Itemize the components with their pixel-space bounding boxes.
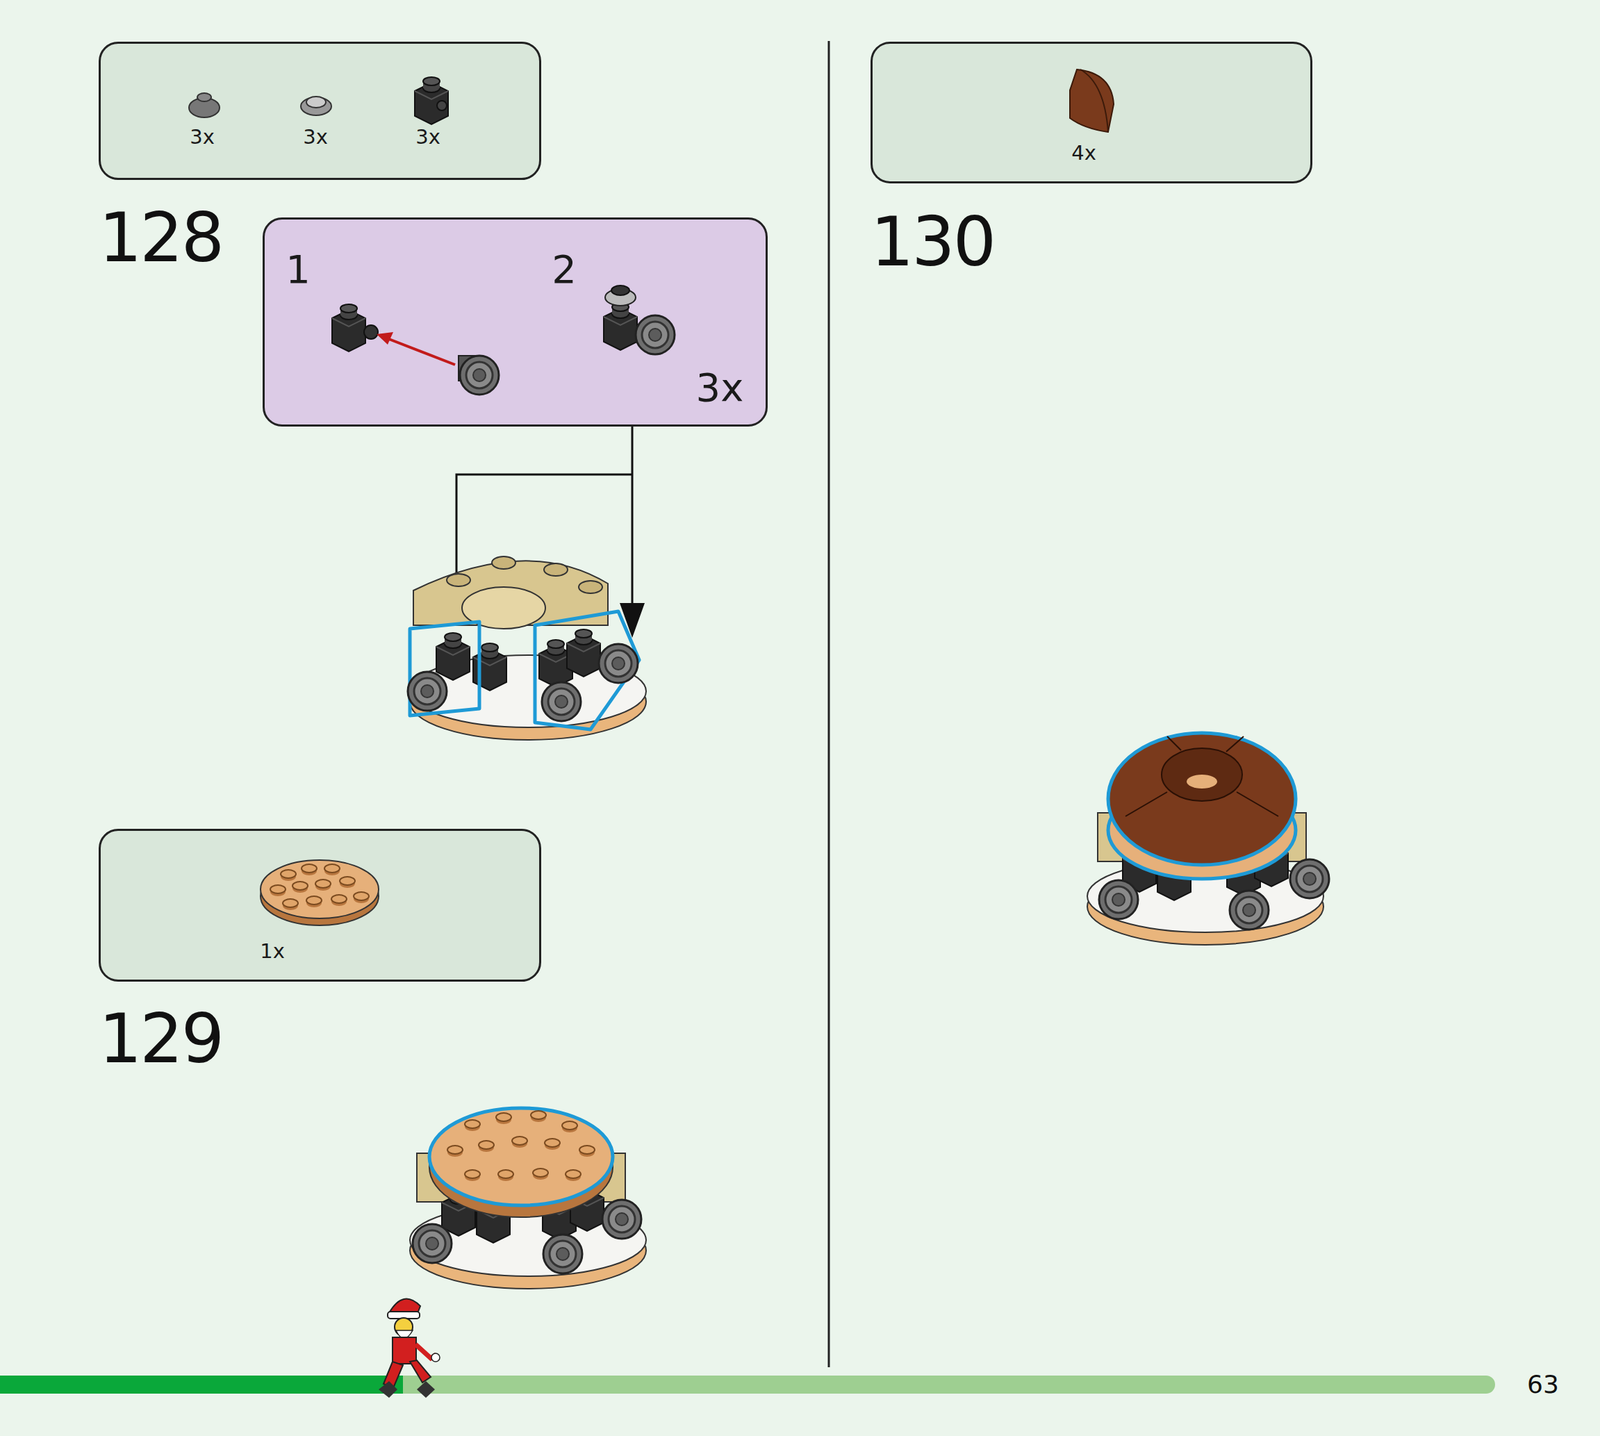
- quantity-label: 3x: [696, 368, 745, 408]
- parts-list-box: 3x 3x 3x: [98, 41, 542, 180]
- model-step-130: [1087, 732, 1330, 945]
- quantity-label: 2: [551, 250, 577, 290]
- step-number: 128: [98, 203, 223, 272]
- parts-list-box: 4x: [870, 41, 1313, 184]
- progress-bar: [0, 1375, 1496, 1394]
- parts-list-box: 1x: [98, 828, 542, 982]
- quantity-label: 3x: [302, 127, 328, 148]
- column-divider: [828, 40, 831, 1368]
- part-icons: [188, 77, 449, 125]
- santa-figure: [378, 1299, 440, 1398]
- sub-step-number: 1: [285, 250, 311, 290]
- part-icon-curved-brown: [1069, 69, 1114, 133]
- model-step-128: [407, 556, 647, 740]
- sub-assembly-illustration: [332, 285, 675, 395]
- quantity-label: 1x: [259, 941, 285, 962]
- part-icon-plate: [260, 860, 379, 926]
- model-step-129: [409, 1108, 647, 1289]
- quantity-label: 4x: [1071, 143, 1097, 164]
- quantity-label: 3x: [189, 127, 215, 148]
- sub-assembly-box: 1 2 3x: [262, 217, 768, 427]
- step-number: 130: [870, 207, 995, 276]
- box-fills: [98, 41, 1313, 982]
- quantity-label: 3x: [415, 127, 441, 148]
- page-number: 63: [1527, 1372, 1560, 1398]
- step-number: 129: [98, 1004, 223, 1073]
- callout-arrows: [443, 426, 645, 638]
